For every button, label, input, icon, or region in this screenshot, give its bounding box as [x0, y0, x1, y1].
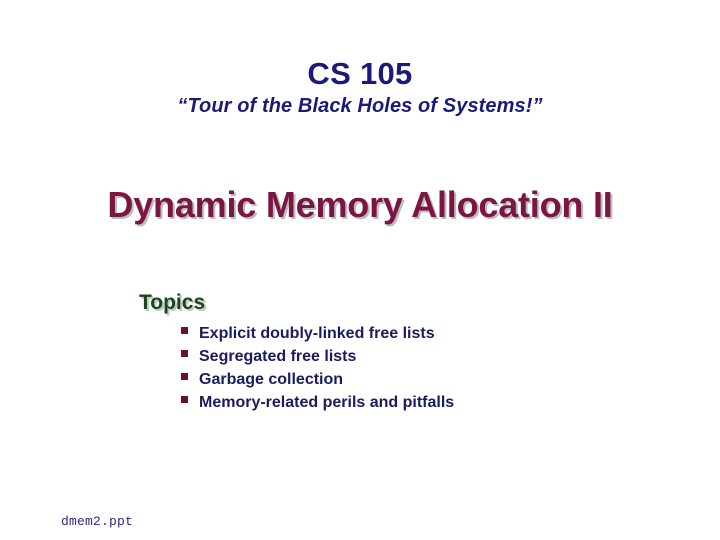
topic-label: Garbage collection	[199, 371, 344, 388]
topic-label: Segregated free lists	[199, 348, 357, 365]
slide-title: Dynamic Memory Allocation II	[107, 184, 613, 225]
course-code: CS 105	[307, 56, 413, 91]
list-item: Segregated free lists	[181, 349, 454, 372]
course-header: CS 105 “Tour of the Black Holes of Syste…	[0, 58, 720, 116]
slide-footer-filename: dmem2.ppt	[61, 514, 134, 529]
square-bullet-icon	[181, 373, 188, 380]
list-item: Garbage collection	[181, 372, 454, 395]
topic-label: Memory-related perils and pitfalls	[199, 394, 455, 411]
topic-label: Explicit doubly-linked free lists	[199, 325, 435, 342]
topics-list: Explicit doubly-linked free lists Segreg…	[181, 326, 454, 418]
list-item: Explicit doubly-linked free lists	[181, 326, 454, 349]
square-bullet-icon	[181, 327, 188, 334]
square-bullet-icon	[181, 350, 188, 357]
list-item: Memory-related perils and pitfalls	[181, 395, 454, 418]
topics-heading: Topics	[139, 291, 206, 314]
course-tagline: “Tour of the Black Holes of Systems!”	[177, 95, 543, 117]
square-bullet-icon	[181, 396, 188, 403]
